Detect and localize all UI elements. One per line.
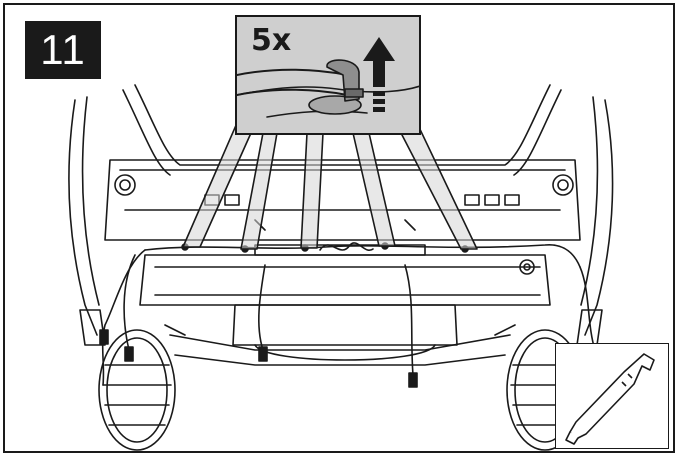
quantity-label: 5x: [251, 23, 292, 58]
step-number: 11: [25, 21, 101, 79]
cable-clip-icon: [237, 37, 419, 118]
trim-removal-tool-icon: [565, 353, 655, 445]
tool-inset: [555, 343, 669, 449]
detail-inset: 5x: [235, 15, 421, 135]
illustration-frame: 11 5x: [3, 3, 675, 453]
up-arrow-icon: [363, 37, 395, 112]
